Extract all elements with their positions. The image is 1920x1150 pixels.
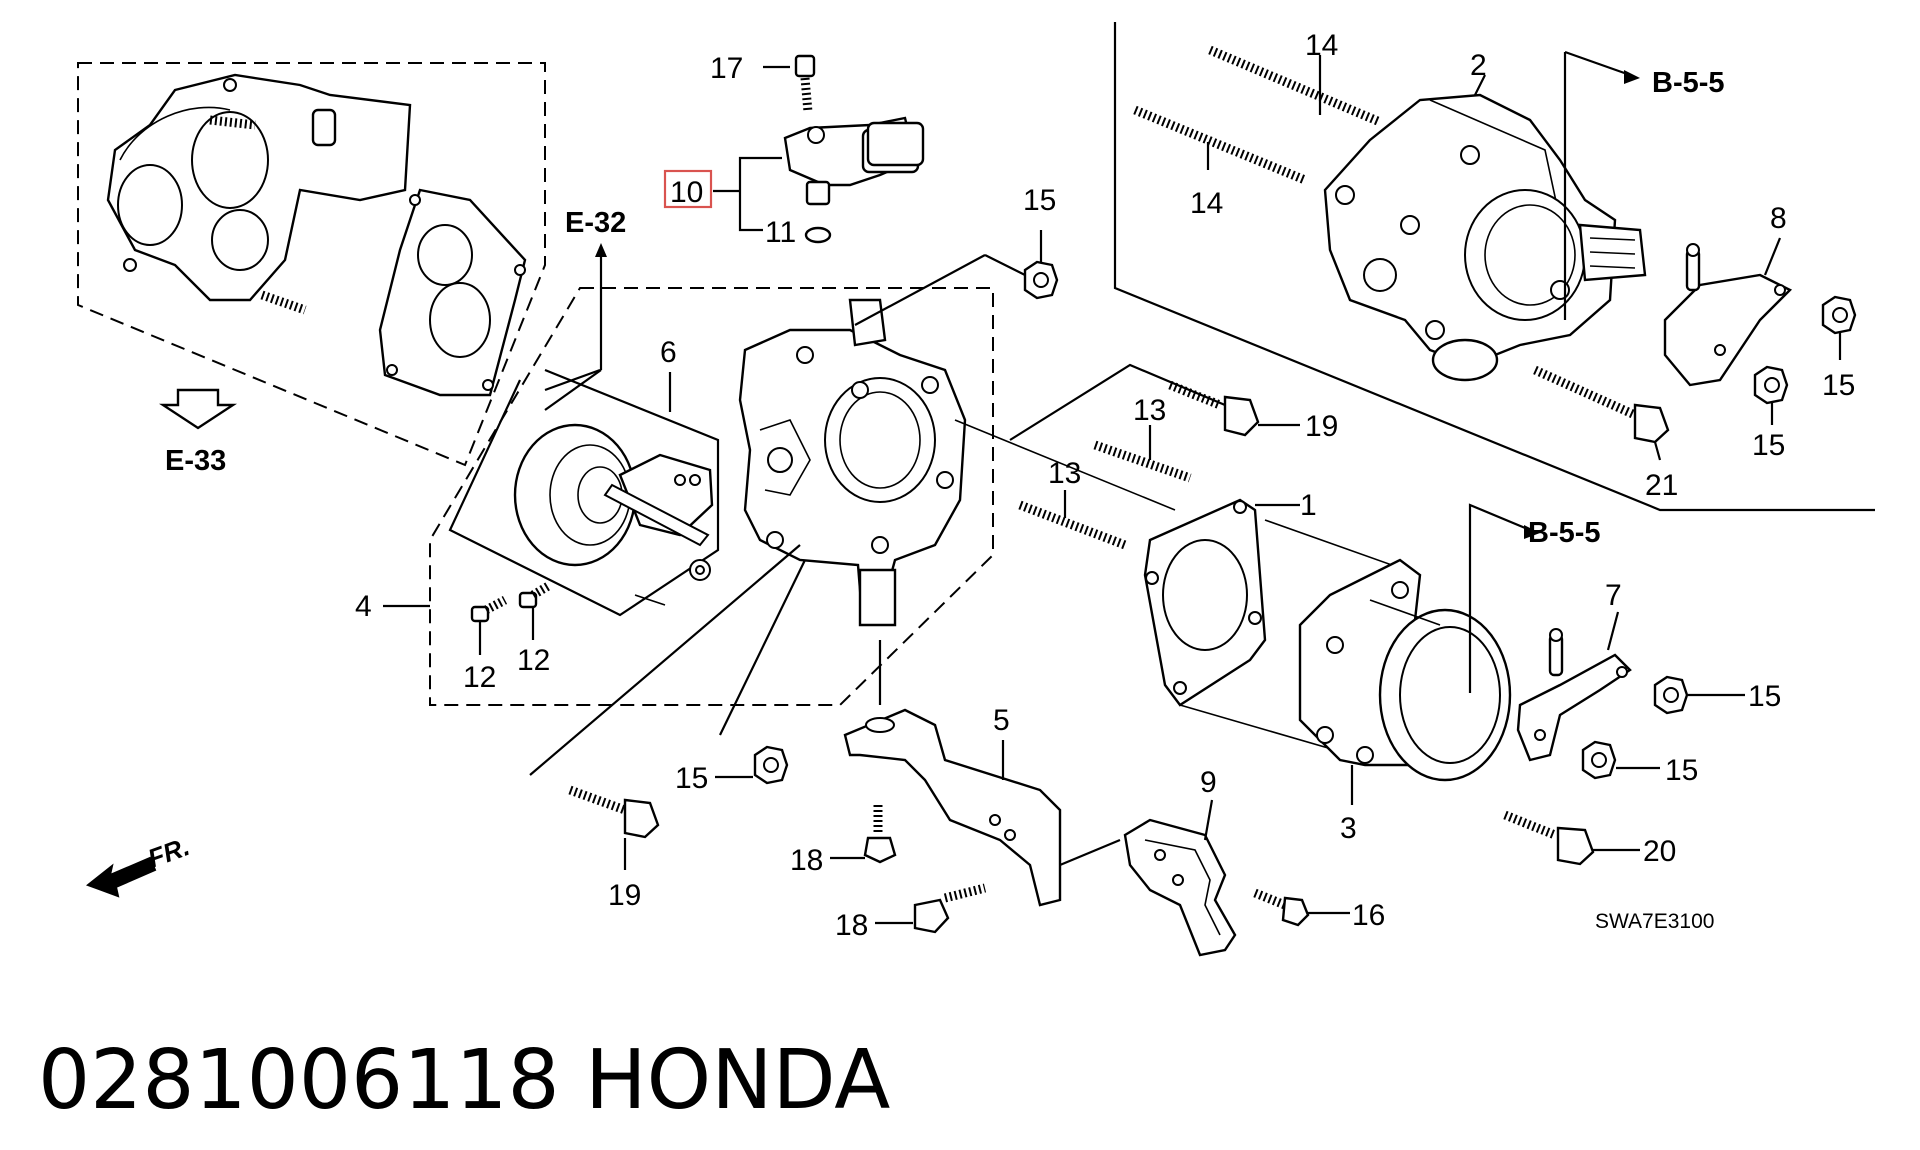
callout-7[interactable]: 7 bbox=[1605, 579, 1622, 612]
callout-1[interactable]: 1 bbox=[1300, 489, 1317, 522]
callout-15c[interactable]: 15 bbox=[1665, 754, 1698, 787]
callout-10[interactable]: 10 bbox=[670, 176, 703, 209]
callout-17[interactable]: 17 bbox=[710, 52, 743, 85]
callout-15b[interactable]: 15 bbox=[1748, 680, 1781, 713]
elbow-assembly-group: 14 14 2 B-5-5 8 15 bbox=[1113, 22, 1875, 512]
callout-14a[interactable]: 14 bbox=[1305, 29, 1338, 62]
callout-15e[interactable]: 15 bbox=[1752, 429, 1785, 462]
ref-e33[interactable]: E-33 bbox=[165, 445, 226, 477]
callout-3[interactable]: 3 bbox=[1340, 812, 1357, 845]
part-number-title: 0281006118 bbox=[38, 1033, 560, 1128]
callout-13b[interactable]: 13 bbox=[1048, 457, 1081, 490]
ref-b55-mid[interactable]: B-5-5 bbox=[1528, 517, 1601, 549]
callout-18a[interactable]: 18 bbox=[790, 844, 823, 877]
callout-18b[interactable]: 18 bbox=[835, 909, 868, 942]
callout-12b[interactable]: 12 bbox=[517, 644, 550, 677]
callout-15f[interactable]: 15 bbox=[675, 762, 708, 795]
callout-15a[interactable]: 15 bbox=[1023, 184, 1056, 217]
callout-20[interactable]: 20 bbox=[1643, 835, 1676, 868]
highlight-box-10 bbox=[663, 169, 713, 209]
callout-13a[interactable]: 13 bbox=[1133, 394, 1166, 427]
inlet-pipe-group: 3 B-5-5 7 15 15 20 bbox=[1298, 503, 1781, 868]
callout-19a[interactable]: 19 bbox=[608, 879, 641, 912]
callout-12a[interactable]: 12 bbox=[463, 661, 496, 694]
callout-21[interactable]: 21 bbox=[1645, 469, 1678, 502]
front-arrow: FR. bbox=[85, 831, 194, 898]
callout-4[interactable]: 4 bbox=[355, 590, 372, 623]
front-marker-label: FR. bbox=[144, 831, 194, 874]
callout-11[interactable]: 11 bbox=[765, 216, 796, 249]
map-sensor-group: 17 10 11 bbox=[663, 52, 925, 249]
callout-6[interactable]: 6 bbox=[660, 336, 677, 369]
ref-b55-top[interactable]: B-5-5 bbox=[1652, 67, 1725, 99]
callout-2[interactable]: 2 bbox=[1470, 49, 1487, 82]
callout-19b[interactable]: 19 bbox=[1305, 410, 1338, 443]
clip-group: 9 16 bbox=[1123, 766, 1385, 957]
intake-manifold-group: E-33 bbox=[77, 62, 546, 477]
callout-14b[interactable]: 14 bbox=[1190, 187, 1223, 220]
ref-e32[interactable]: E-32 bbox=[565, 207, 626, 239]
callout-8[interactable]: 8 bbox=[1770, 202, 1787, 235]
callout-5[interactable]: 5 bbox=[993, 704, 1010, 737]
diagram-code: SWA7E3100 bbox=[1595, 910, 1714, 933]
callout-16[interactable]: 16 bbox=[1352, 899, 1385, 932]
lower-brackets-group: 15 19 5 18 18 bbox=[529, 544, 1121, 942]
throttle-body-group: 4 6 12 12 bbox=[355, 287, 994, 706]
fasteners-center-group: 15 19 13 13 bbox=[954, 184, 1338, 550]
callout-15d[interactable]: 15 bbox=[1822, 369, 1855, 402]
ref-e32-group: E-32 bbox=[544, 207, 626, 411]
brand-title: HONDA bbox=[585, 1033, 890, 1128]
gasket-group: 1 bbox=[1143, 489, 1421, 751]
callout-9[interactable]: 9 bbox=[1200, 766, 1217, 799]
